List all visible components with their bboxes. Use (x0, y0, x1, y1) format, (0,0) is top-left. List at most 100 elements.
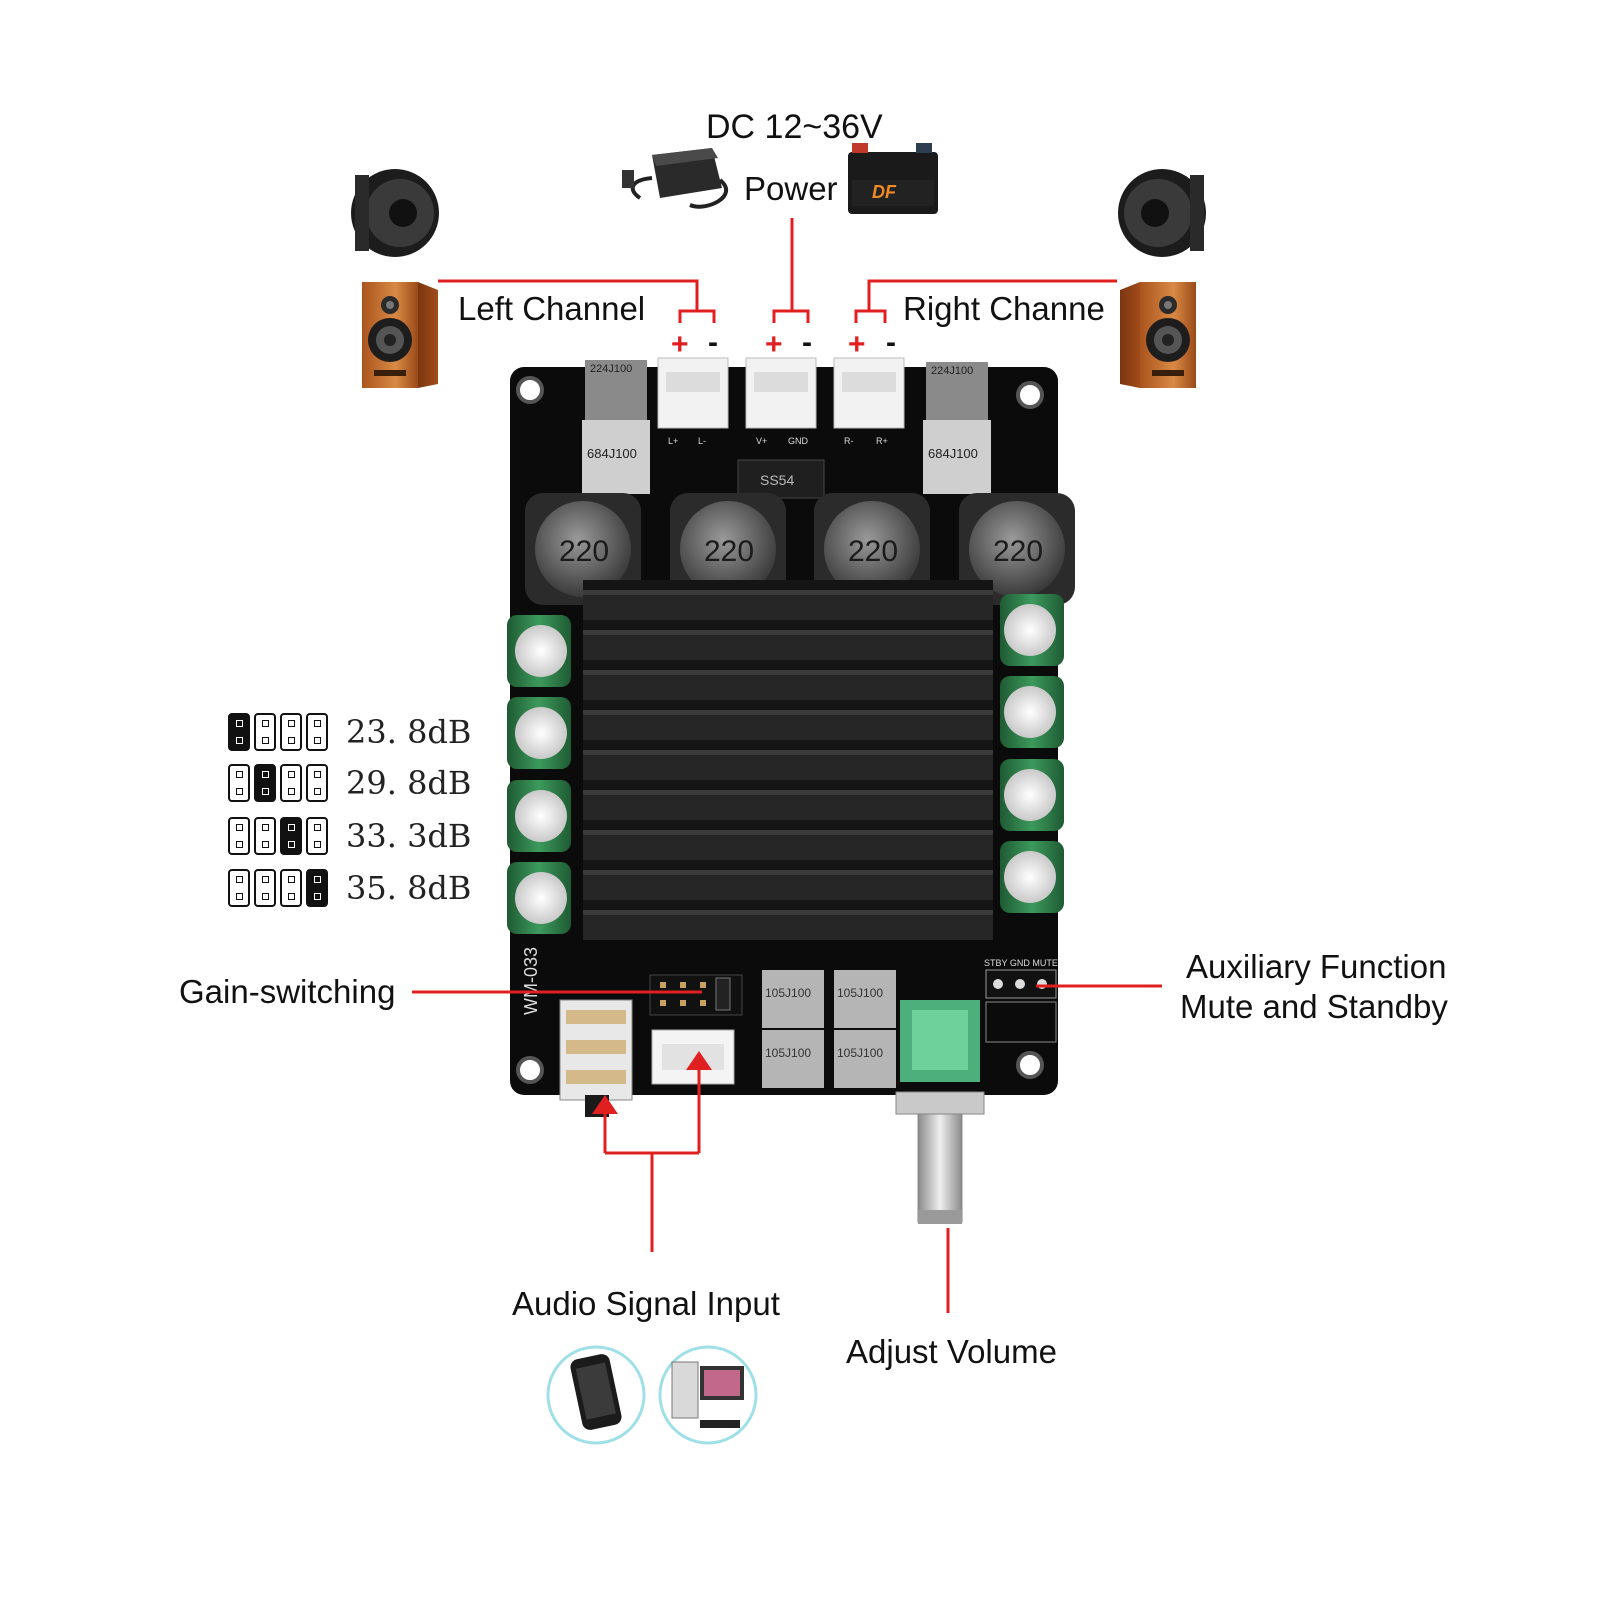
terminal-label: R- (844, 436, 854, 446)
electrolytic-capacitor (507, 697, 571, 769)
jumper-off-icon (280, 869, 302, 907)
power-plus-sign: + (765, 328, 783, 361)
left-channel-label: Left Channel (458, 290, 646, 327)
volume-potentiometer (895, 1000, 985, 1224)
inductor: 220 (525, 493, 641, 605)
jumper-pattern-icon (228, 713, 328, 751)
jumper-on-icon (306, 869, 328, 907)
jumper-off-icon (228, 869, 250, 907)
jumper-off-icon (254, 817, 276, 855)
svg-text:220: 220 (848, 535, 898, 568)
electrolytic-capacitor (1000, 676, 1064, 748)
right-speaker-cabinet-icon (1120, 282, 1196, 388)
jumper-off-icon (228, 817, 250, 855)
right-plus-sign: + (848, 328, 866, 361)
power-minus-sign: - (802, 326, 812, 359)
svg-text:105J100: 105J100 (837, 1046, 883, 1060)
jumper-pattern-icon (228, 869, 328, 907)
gain-value: 35. 8dB (346, 869, 472, 907)
gain-value: 33. 3dB (346, 817, 472, 855)
battery-icon: DF (848, 143, 938, 214)
terminal-label: GND (788, 436, 809, 446)
svg-text:105J100: 105J100 (837, 986, 883, 1000)
inductor: 220 (814, 493, 930, 605)
terminal-label: V+ (756, 436, 767, 446)
jumper-pattern-icon (228, 817, 328, 855)
gain-switching-label: Gain-switching (179, 973, 396, 1010)
jumper-off-icon (306, 713, 328, 751)
jumper-off-icon (306, 764, 328, 802)
gain-value: 23. 8dB (346, 713, 472, 751)
battery-brand-text: DF (872, 182, 897, 202)
diode-label: SS54 (760, 472, 794, 488)
audio-jack (559, 999, 633, 1117)
electrolytic-capacitor (507, 780, 571, 852)
annotation-arrowheads (592, 1051, 712, 1114)
bottom-film-capacitors: 105J100 105J100 105J100 105J100 (762, 970, 896, 1088)
electrolytic-capacitors (507, 594, 1064, 934)
jumper-off-icon (254, 869, 276, 907)
jumper-on-icon (254, 764, 276, 802)
svg-text:105J100: 105J100 (765, 986, 811, 1000)
gain-option-row: 23. 8dB (228, 712, 471, 752)
jumper-on-icon (280, 817, 302, 855)
terminal-label: L- (698, 436, 706, 446)
gain-option-row: 33. 3dB (228, 816, 471, 856)
svg-text:105J100: 105J100 (765, 1046, 811, 1060)
right-speaker-driver-icon (1118, 169, 1206, 257)
aux-function-label: Auxiliary Function (1186, 948, 1447, 985)
terminal-label: L+ (668, 436, 678, 446)
left-speaker-driver-icon (351, 169, 439, 257)
model-label: WM-033 (521, 947, 541, 1015)
terminal-label: R+ (876, 436, 888, 446)
audio-input-label: Audio Signal Input (512, 1285, 780, 1322)
electrolytic-capacitor (1000, 841, 1064, 913)
gain-value: 29. 8dB (346, 764, 472, 802)
gain-jumper-header (649, 974, 743, 1016)
jumper-off-icon (306, 817, 328, 855)
svg-text:220: 220 (993, 535, 1043, 568)
cap-mid-left-label: 684J100 (587, 446, 637, 461)
right-channel-label: Right Channe (903, 290, 1105, 327)
jumper-off-icon (280, 713, 302, 751)
jumper-off-icon (254, 713, 276, 751)
cap-top-right-label: 224J100 (931, 365, 973, 377)
left-speaker-cabinet-icon (362, 282, 438, 388)
aux-pin-labels: STBY GND MUTE (984, 958, 1058, 968)
heatsink (583, 580, 993, 940)
inductor: 220 (670, 493, 786, 605)
screw-terminals (657, 357, 905, 429)
svg-text:220: 220 (704, 535, 754, 568)
electrolytic-capacitor (1000, 594, 1064, 666)
left-minus-sign: - (708, 326, 718, 359)
gain-option-row: 29. 8dB (228, 763, 471, 803)
top-capacitors: 224J100 684J100 224J100 684J100 (582, 360, 991, 494)
adjust-volume-label: Adjust Volume (846, 1333, 1057, 1370)
pcb-board: 224J100 684J100 224J100 684J100 L+ L- V+ GN… (507, 357, 1075, 1224)
power-voltage-label: DC 12~36V (706, 108, 883, 146)
cap-mid-right-label: 684J100 (928, 446, 978, 461)
svg-text:220: 220 (559, 535, 609, 568)
left-plus-sign: + (671, 328, 689, 361)
power-label: Power (744, 170, 838, 207)
computer-icon (658, 1345, 758, 1445)
jumper-pattern-icon (228, 764, 328, 802)
mute-standby-label: Mute and Standby (1180, 988, 1448, 1025)
power-adapter-icon (622, 148, 729, 209)
gain-option-row: 35. 8dB (228, 868, 471, 908)
jumper-off-icon (280, 764, 302, 802)
jumper-on-icon (228, 713, 250, 751)
phone-icon (546, 1345, 646, 1445)
electrolytic-capacitor (1000, 759, 1064, 831)
cap-top-left-label: 224J100 (590, 363, 632, 375)
right-minus-sign: - (886, 326, 896, 359)
electrolytic-capacitor (507, 615, 571, 687)
jumper-off-icon (228, 764, 250, 802)
inductors: 220 220 220 220 (525, 493, 1075, 605)
electrolytic-capacitor (507, 862, 571, 934)
terminal-labels: L+ L- V+ GND R- R+ (668, 436, 888, 446)
annotation-lines (412, 218, 1162, 1313)
inductor: 220 (959, 493, 1075, 605)
